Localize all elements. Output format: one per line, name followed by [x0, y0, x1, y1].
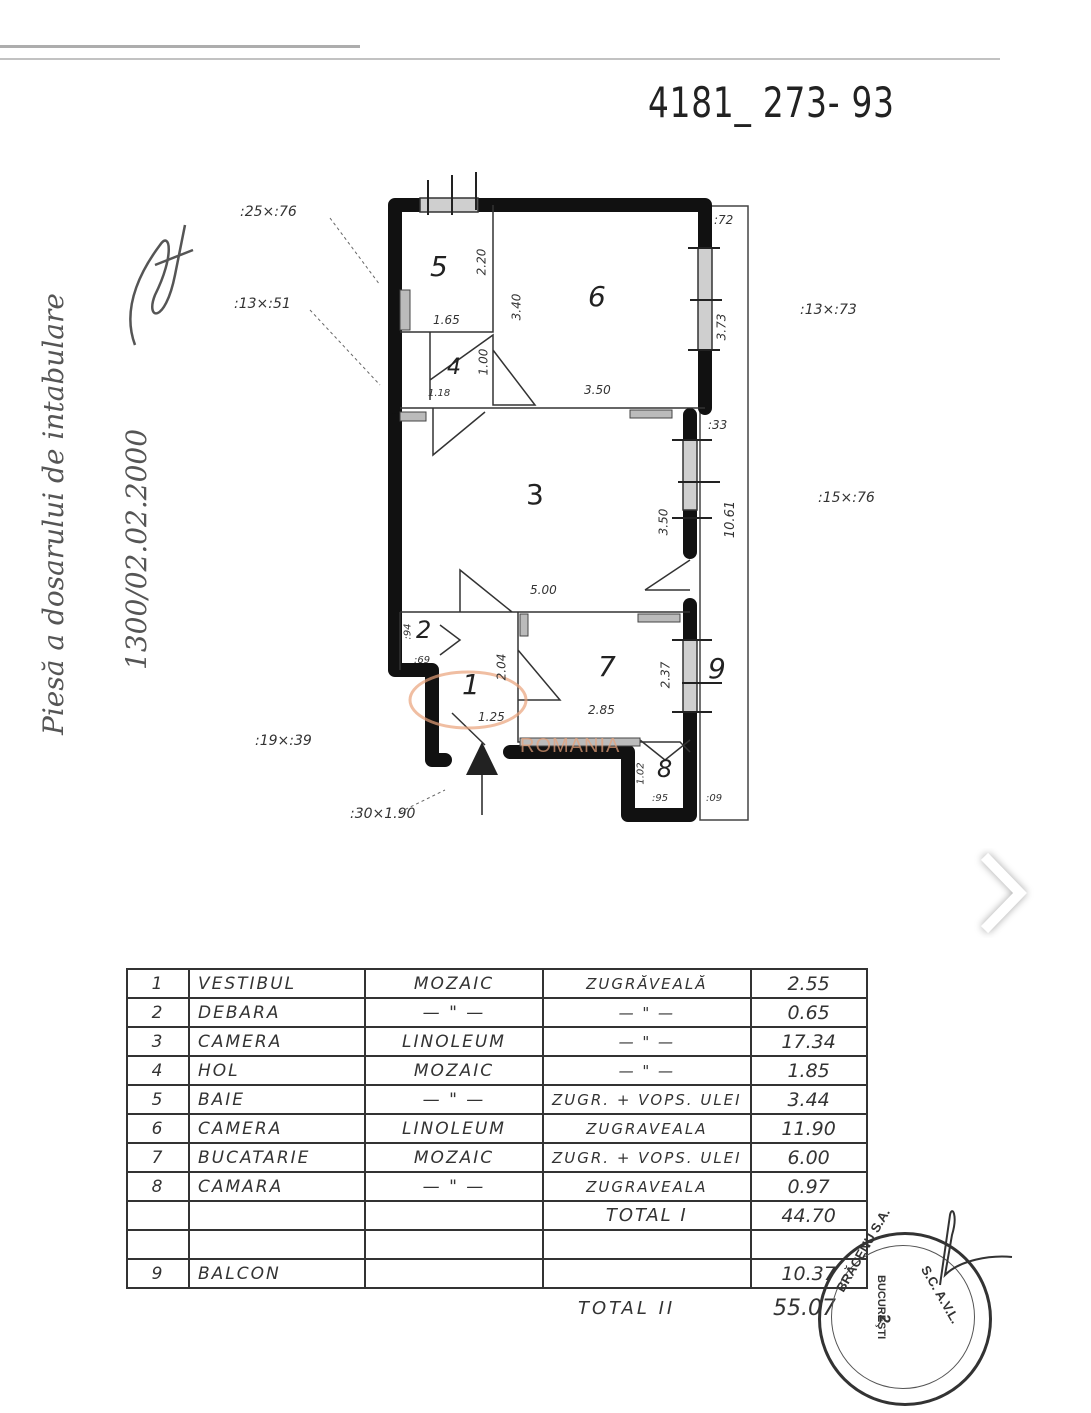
room-number: 7: [598, 650, 616, 683]
scan-line: [0, 58, 1000, 60]
room-dimension: 5.00: [530, 583, 557, 597]
stamp-inner-ring: [831, 1245, 975, 1389]
exterior-dimension: :09: [706, 793, 723, 804]
room-dimension: 1.25: [478, 710, 505, 724]
window-dimension: :15×:76: [818, 490, 875, 506]
floor-plan: 5 6 4 3 2 1 7 8 9 1.65 2.20 3.40 3.50 3.…: [234, 172, 875, 822]
watermark: ROMANIA: [520, 735, 621, 757]
exterior-dimension: :72: [714, 213, 734, 227]
room-number: 5: [430, 250, 448, 283]
scan-line: [0, 45, 360, 48]
room-dimension: 3.40: [509, 293, 524, 321]
room-dimension: 2.04: [494, 653, 509, 681]
room-dimension: 1.02: [635, 762, 647, 785]
room-number: 8: [657, 755, 673, 783]
chevron-right-icon: [980, 852, 1027, 934]
room-dimension: 1.65: [433, 313, 460, 327]
next-page-button[interactable]: [968, 848, 1038, 938]
official-stamp: BRĂCENU S.A. S.C. A.V.L. 2 BUCUREŞTI: [818, 1206, 992, 1406]
stamp-signature-icon: [939, 1210, 1013, 1286]
room-dimension: :95: [652, 793, 669, 804]
window-dimension: :19×:39: [255, 733, 312, 749]
room-dimension: 2.20: [474, 248, 489, 276]
room-number: 3: [526, 478, 544, 511]
window-dimension: :13×:51: [234, 296, 291, 312]
total-ii-label: TOTAL II: [578, 1298, 676, 1319]
room-dimension: 1.18: [428, 388, 451, 399]
stamp-city: BUCUREŞTI: [875, 1275, 887, 1340]
room-dimension: :69: [414, 655, 431, 666]
window-dimension: :25×:76: [240, 204, 297, 220]
exterior-dimension: :33: [708, 418, 728, 432]
room-dimension: 2.85: [588, 703, 615, 717]
room-dimension: 2.37: [658, 661, 673, 689]
room-number: 6: [588, 280, 606, 313]
room-number: 4: [447, 355, 461, 380]
room-number: 9: [708, 652, 726, 685]
room-dimension: :94: [402, 623, 414, 640]
room-dimension: 1.00: [476, 348, 491, 376]
table-row-empty: [126, 1229, 868, 1260]
room-number: 1: [462, 668, 480, 701]
room-number: 2: [416, 616, 432, 644]
window-dimension: :13×:73: [800, 302, 857, 318]
room-dimension: 3.50: [584, 383, 611, 397]
document-reference-number: 4181_ 273- 93: [648, 78, 895, 127]
signature-icon: [129, 224, 194, 346]
floor-plan-drawing: [309, 172, 749, 822]
room-dimension: 3.50: [656, 508, 671, 536]
exterior-total-dimension: 10.61: [723, 500, 739, 539]
room-dimension: 3.73: [714, 313, 729, 341]
window-dimension: :30×1.90: [350, 806, 416, 822]
